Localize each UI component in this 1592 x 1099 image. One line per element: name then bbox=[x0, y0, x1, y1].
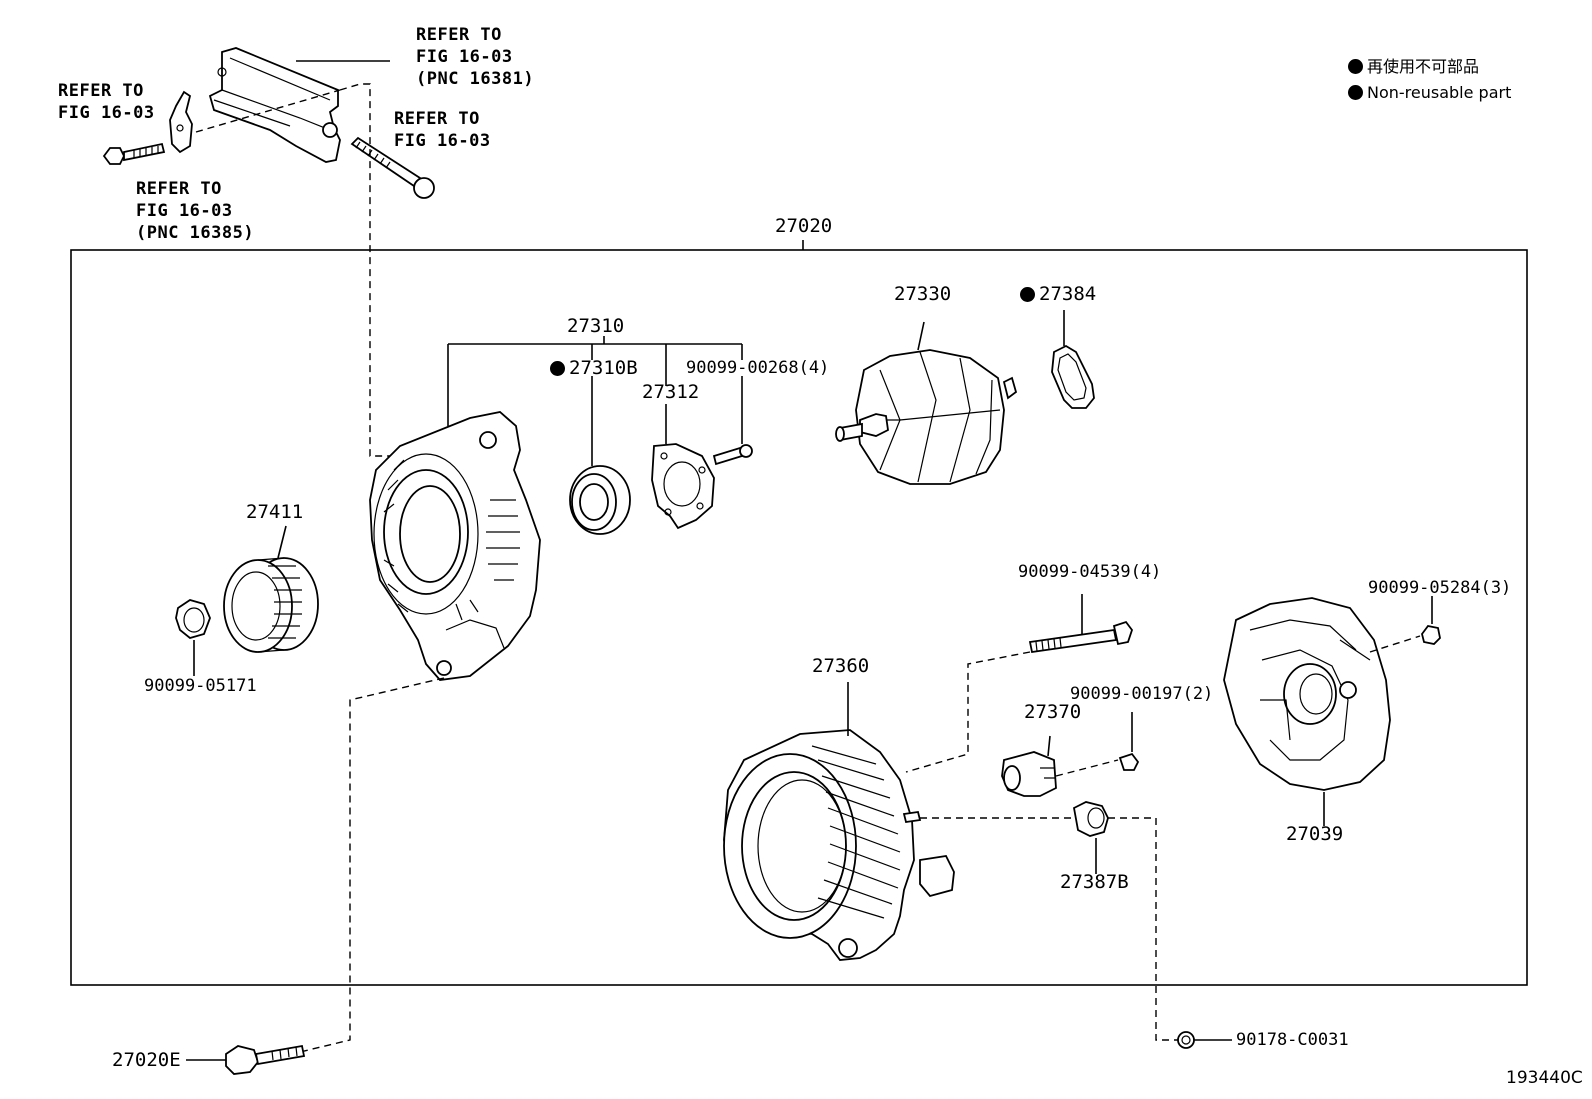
bolt-left bbox=[102, 142, 166, 165]
assembly-frame bbox=[70, 249, 1528, 986]
bullet-icon bbox=[1348, 59, 1363, 74]
ref-line: REFER TO bbox=[394, 109, 480, 129]
ref-line: FIG 16-03 bbox=[416, 47, 513, 67]
bearing-retainer bbox=[651, 404, 715, 530]
drive-end-frame bbox=[369, 411, 541, 681]
part-label-27360[interactable]: 27360 bbox=[812, 655, 870, 677]
terminal-nut bbox=[1177, 1031, 1232, 1049]
part-label-27384[interactable]: 27384 bbox=[1020, 284, 1096, 305]
non-reusable-icon bbox=[1020, 287, 1035, 302]
part-label-27020e[interactable]: 27020E bbox=[112, 1049, 181, 1071]
part-label-27310[interactable]: 27310 bbox=[567, 315, 625, 337]
part-label-27370[interactable]: 27370 bbox=[1024, 701, 1082, 723]
part-label-90099-04539[interactable]: 90099-04539(4) bbox=[1018, 562, 1162, 582]
ref-bracket[interactable]: REFER TO FIG 16-03 (PNC 16381) bbox=[416, 24, 534, 90]
part-label-27312[interactable]: 27312 bbox=[642, 381, 700, 403]
terminal-insulator bbox=[1072, 801, 1109, 874]
part-label-27039[interactable]: 27039 bbox=[1286, 823, 1344, 845]
part-label-90178-c0031[interactable]: 90178-C0031 bbox=[1236, 1030, 1349, 1050]
rear-end-cover bbox=[1223, 597, 1391, 826]
voltage-regulator bbox=[1001, 735, 1057, 797]
ref-left-bolt[interactable]: REFER TO FIG 16-03 bbox=[58, 80, 155, 124]
part-label-27310b[interactable]: 27310B bbox=[550, 358, 638, 379]
ref-line: FIG 16-03 bbox=[58, 103, 155, 123]
part-label-27411[interactable]: 27411 bbox=[246, 501, 304, 523]
legend-jp-text: 再使用不可部品 bbox=[1367, 57, 1480, 76]
mounting-bracket bbox=[208, 47, 390, 163]
ref-stay[interactable]: REFER TO FIG 16-03 (PNC 16385) bbox=[136, 178, 254, 244]
leader-27310 bbox=[447, 336, 743, 426]
ref-line: REFER TO bbox=[136, 179, 222, 199]
part-label-27330[interactable]: 27330 bbox=[894, 283, 952, 305]
part-label-90099-05284[interactable]: 90099-05284(3) bbox=[1368, 578, 1512, 598]
rotor bbox=[835, 321, 1018, 485]
legend-en-text: Non-reusable part bbox=[1367, 83, 1512, 102]
cover-nut bbox=[1421, 596, 1441, 645]
stay-bracket bbox=[169, 90, 193, 154]
ref-line: FIG 16-03 bbox=[394, 131, 491, 151]
ref-line: (PNC 16381) bbox=[416, 69, 535, 89]
rear-bearing-cover bbox=[1051, 310, 1095, 409]
ref-line: (PNC 16385) bbox=[136, 223, 255, 243]
legend-en: Non-reusable part bbox=[1348, 82, 1511, 103]
screw-00197 bbox=[1118, 712, 1140, 771]
pulley-nut bbox=[175, 599, 211, 676]
bullet-icon bbox=[1348, 85, 1363, 100]
part-label-90099-00197[interactable]: 90099-00197(2) bbox=[1070, 684, 1214, 704]
part-label-27387b[interactable]: 27387B bbox=[1060, 871, 1129, 893]
pulley bbox=[223, 525, 319, 653]
bolt-27020e bbox=[186, 1044, 306, 1075]
non-reusable-icon bbox=[550, 361, 565, 376]
ref-line: REFER TO bbox=[58, 81, 144, 101]
part-label-27020[interactable]: 27020 bbox=[775, 215, 833, 237]
ref-right-bolt[interactable]: REFER TO FIG 16-03 bbox=[394, 108, 491, 152]
legend-jp: 再使用不可部品 bbox=[1348, 56, 1479, 77]
part-label-90099-05171[interactable]: 90099-05171 bbox=[144, 676, 257, 696]
screw-00268 bbox=[712, 376, 753, 466]
part-number: 27310B bbox=[569, 357, 638, 379]
diagram-code: 193440C bbox=[1506, 1068, 1583, 1088]
part-label-90099-00268[interactable]: 90099-00268(4) bbox=[686, 358, 830, 378]
part-number: 27384 bbox=[1039, 283, 1097, 305]
through-bolt bbox=[1028, 594, 1134, 654]
rectifier-end-frame bbox=[723, 682, 955, 961]
ref-line: REFER TO bbox=[416, 25, 502, 45]
bearing bbox=[569, 376, 631, 535]
ref-line: FIG 16-03 bbox=[136, 201, 233, 221]
